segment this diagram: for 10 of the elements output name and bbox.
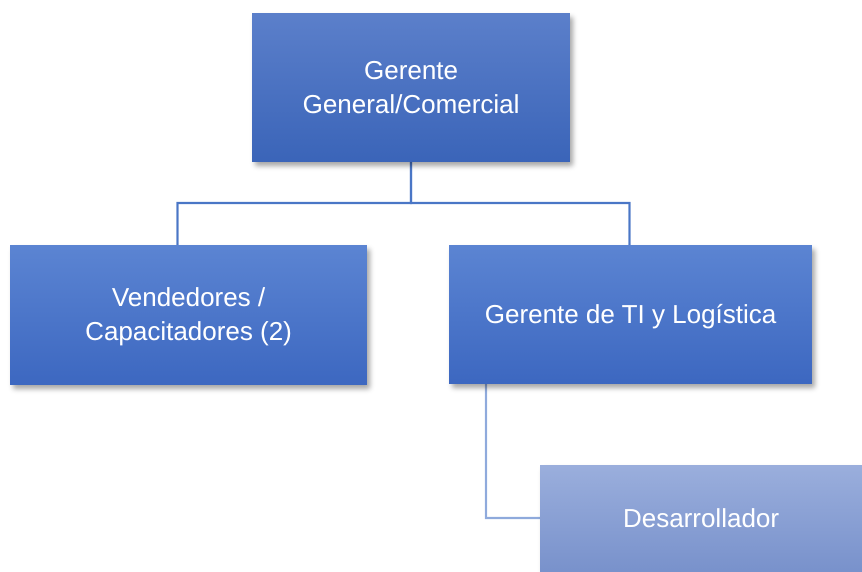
role-title: Vendedores / Capacitadores (2) [84, 281, 293, 348]
role-title: Gerente General/Comercial [302, 54, 520, 120]
org-box [540, 465, 862, 572]
connector-line [484, 384, 540, 520]
org-box [449, 245, 812, 384]
org-box [252, 13, 570, 162]
connector-line [410, 162, 631, 245]
org-box [10, 245, 367, 385]
role-title: Gerente de TI y Logística [484, 298, 776, 331]
role-title: Desarrollador [622, 502, 780, 535]
